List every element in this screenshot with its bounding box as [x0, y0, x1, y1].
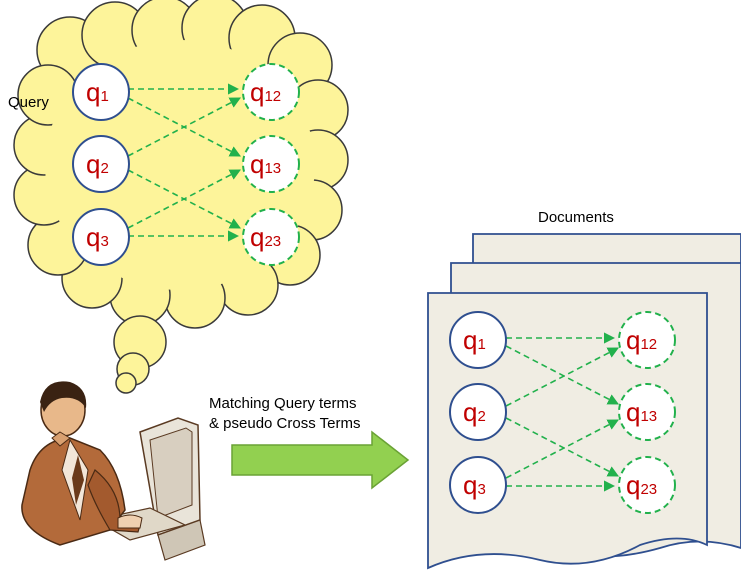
doc-cross-node-12: q12 — [618, 311, 676, 369]
edge-q3-q13 — [127, 169, 241, 229]
matching-label-line2: & pseudo Cross Terms — [209, 415, 360, 432]
svg-text:q1: q1 — [463, 325, 486, 355]
svg-text:q3: q3 — [463, 470, 486, 500]
svg-text:q3: q3 — [86, 222, 109, 252]
doc-cross-node-23: q23 — [618, 456, 676, 514]
cross-node-12: q12 — [242, 63, 300, 121]
svg-text:q23: q23 — [626, 470, 657, 500]
svg-text:q23: q23 — [250, 222, 281, 252]
doc-edge-q1-q13 — [505, 345, 619, 405]
svg-text:q13: q13 — [626, 397, 657, 427]
svg-text:q12: q12 — [626, 325, 657, 355]
documents-label: Documents — [538, 209, 614, 226]
doc-query-node-3: q3 — [449, 456, 507, 514]
person-at-computer-icon — [21, 381, 206, 561]
doc-cross-node-13: q13 — [618, 383, 676, 441]
query-node-2: q2 — [72, 135, 130, 193]
svg-text:q2: q2 — [86, 149, 109, 179]
query-label: Query — [8, 94, 49, 111]
doc-query-node-2: q2 — [449, 383, 507, 441]
svg-text:q2: q2 — [463, 397, 486, 427]
query-edges — [127, 83, 241, 242]
doc-edge-q2-q12 — [505, 347, 619, 407]
thought-cloud-icon — [13, 0, 349, 394]
svg-text:q13: q13 — [250, 149, 281, 179]
doc-edge-q2-q23 — [505, 417, 619, 477]
document-edges — [505, 332, 619, 492]
right-arrow-icon — [231, 430, 410, 490]
cross-node-23: q23 — [242, 208, 300, 266]
edge-q2-q12 — [127, 97, 241, 157]
svg-text:q12: q12 — [250, 77, 281, 107]
matching-label-line1: Matching Query terms — [209, 395, 357, 412]
doc-query-node-1: q1 — [449, 311, 507, 369]
doc-edge-q3-q13 — [505, 419, 619, 479]
query-node-1: q1 — [72, 63, 130, 121]
svg-text:q1: q1 — [86, 77, 109, 107]
cross-node-13: q13 — [242, 135, 300, 193]
query-node-3: q3 — [72, 208, 130, 266]
